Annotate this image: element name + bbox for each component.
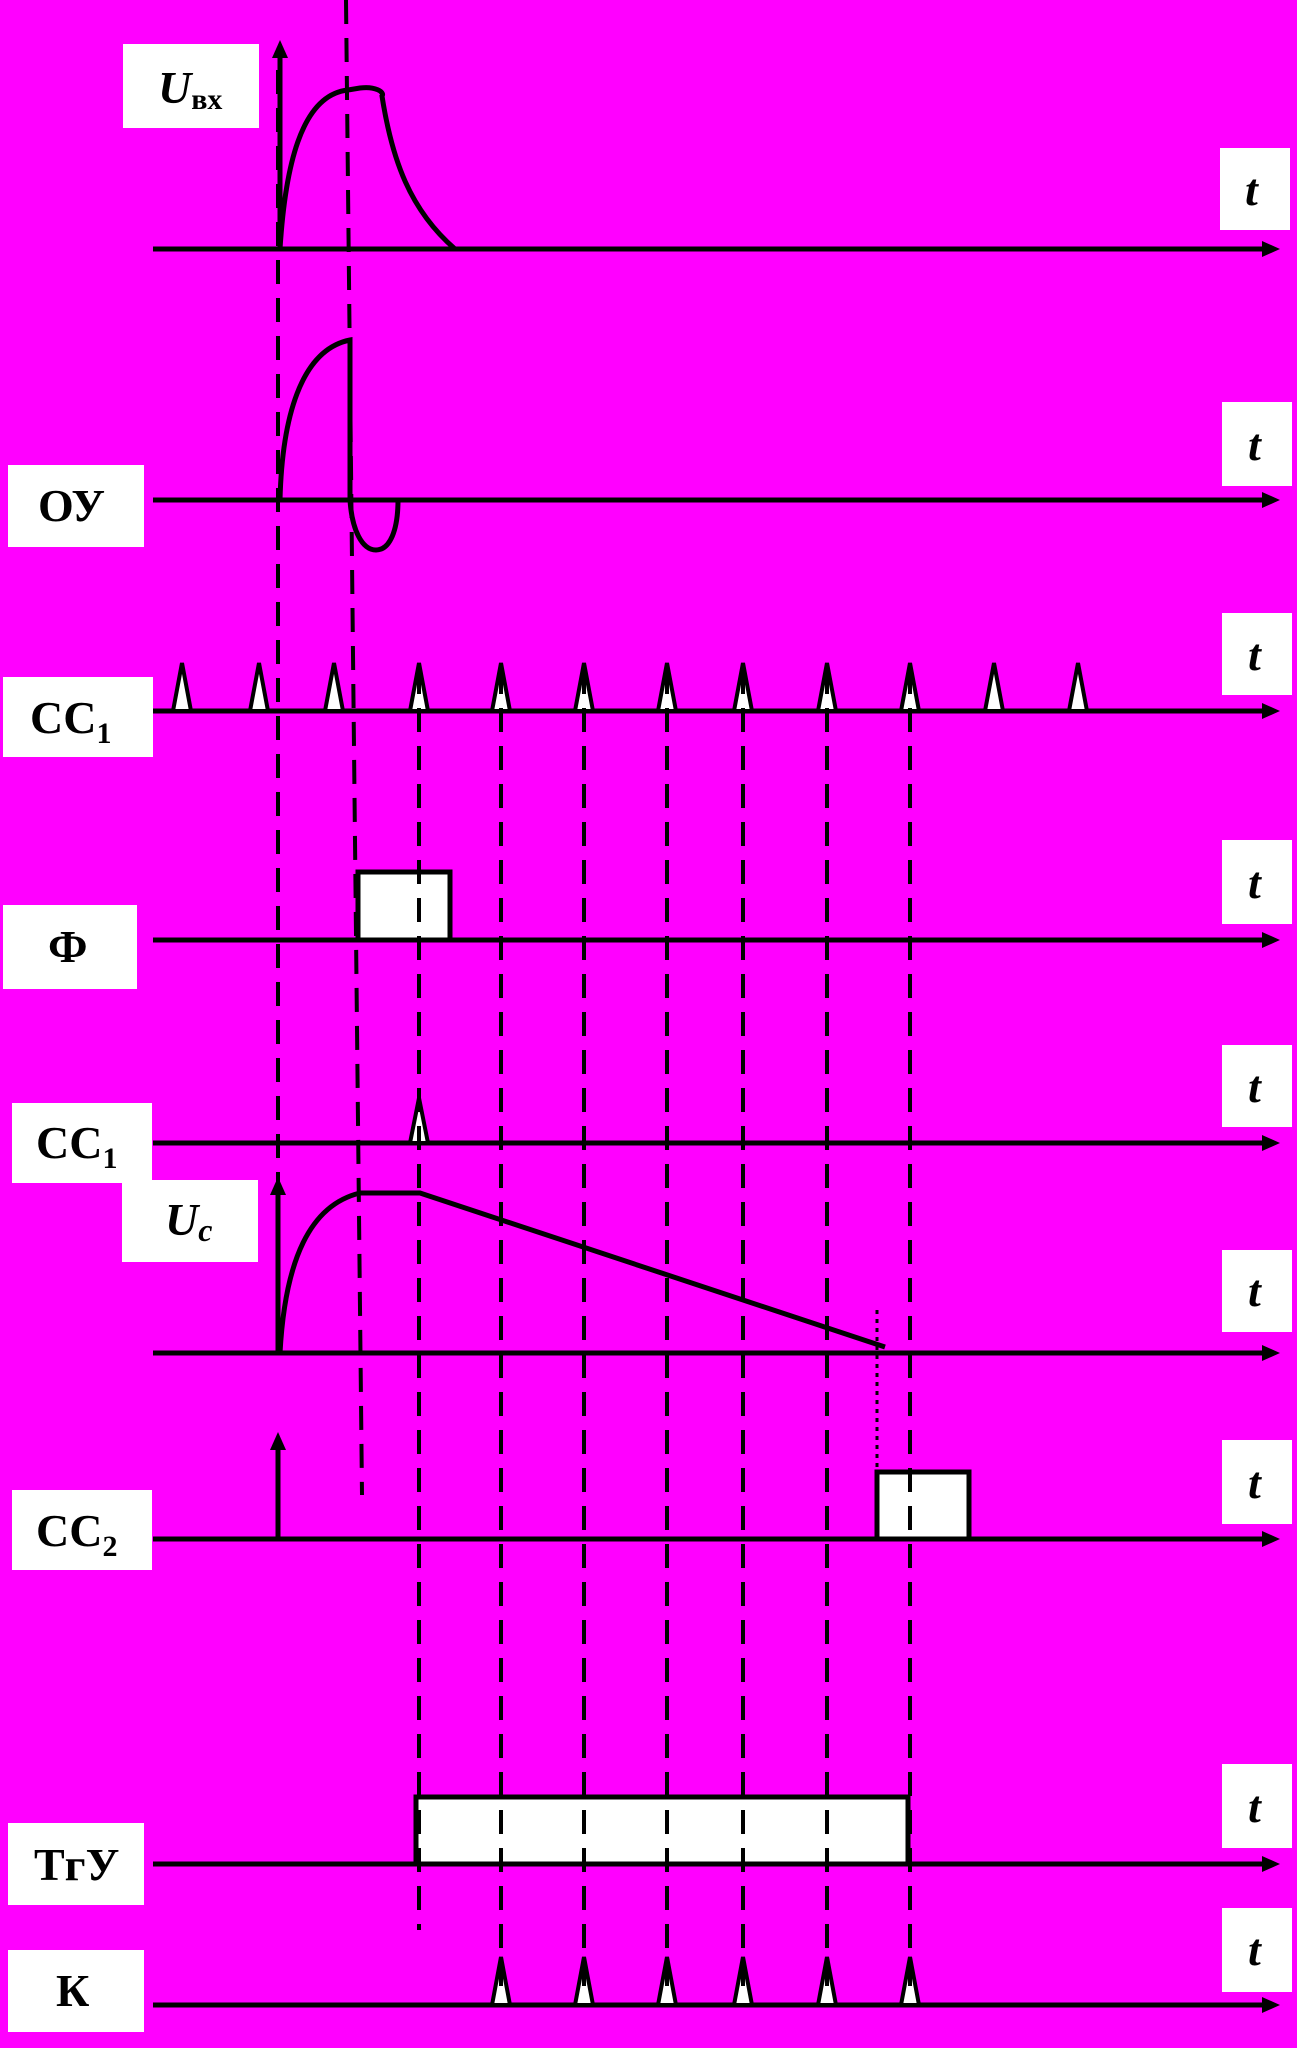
tgu-t-label: t xyxy=(1248,1781,1262,1832)
cc2-axis-arrow xyxy=(1262,1531,1280,1547)
uc-label: Uc xyxy=(165,1194,212,1248)
cc2-vertical-arrow xyxy=(270,1432,286,1450)
ou-axis-arrow xyxy=(1262,492,1280,508)
cc1-a-t-label: t xyxy=(1248,629,1262,680)
cc2-t-label: t xyxy=(1248,1457,1262,1508)
cc1-a-label-box xyxy=(3,677,153,757)
k-label-box xyxy=(8,1950,144,2032)
uin-vertical-arrow xyxy=(272,40,288,58)
k-axis-arrow xyxy=(1262,1997,1280,2013)
row-cc1-a: СС1 t xyxy=(3,613,1292,757)
cc1-a-pulses xyxy=(170,662,1090,713)
ou-label: ОУ xyxy=(38,480,105,531)
cc2-label-box xyxy=(12,1490,152,1570)
row-ou: ОУ t xyxy=(8,336,1292,553)
cc1-a-pulse-2 xyxy=(247,662,271,713)
row-f: Ф t xyxy=(3,840,1292,989)
cc1-a-pulse-12 xyxy=(1066,662,1090,713)
ou-pulse-curve xyxy=(277,336,401,553)
uin-label: Uвх xyxy=(158,62,222,116)
uin-label-box xyxy=(123,44,259,128)
uc-label-box xyxy=(122,1180,258,1262)
uc-t-label: t xyxy=(1248,1265,1262,1316)
cc1-a-label: СС1 xyxy=(30,692,111,750)
row-cc1-b: СС1 t xyxy=(12,1045,1292,1183)
ou-t-box xyxy=(1222,402,1292,486)
cc1-a-axis-arrow xyxy=(1262,703,1280,719)
k-t-label: t xyxy=(1248,1924,1262,1975)
tgu-pulse-rect xyxy=(413,1794,911,1867)
f-t-label: t xyxy=(1248,857,1262,908)
uin-t-box xyxy=(1220,148,1290,230)
f-axis-arrow xyxy=(1262,932,1280,948)
cc2-t-box xyxy=(1222,1440,1292,1524)
uin-pulse-curve xyxy=(277,85,457,251)
f-pulse-rect xyxy=(355,869,453,943)
cc1-b-axis-arrow xyxy=(1262,1135,1280,1151)
cc1-a-pulse-11 xyxy=(982,662,1006,713)
f-label: Ф xyxy=(48,921,88,972)
cc1-b-label: СС1 xyxy=(36,1117,117,1175)
uin-axis-arrow xyxy=(1262,241,1280,257)
tgu-label: ТгУ xyxy=(34,1839,119,1890)
row-k: К t xyxy=(8,1908,1292,2032)
uc-axis-arrow xyxy=(1262,1345,1280,1361)
cc1-a-pulse-3 xyxy=(322,662,346,713)
k-pulses xyxy=(489,1956,922,2007)
row-cc2: СС2 t xyxy=(12,1432,1292,1570)
k-t-box xyxy=(1222,1908,1292,1992)
uin-t-label: t xyxy=(1245,164,1259,215)
cc2-pulse-rect xyxy=(874,1469,972,1542)
dashed-time-markers xyxy=(276,0,912,1990)
row-uc: Uc t xyxy=(122,1177,1292,1470)
f-label-box xyxy=(3,905,137,989)
tgu-t-box xyxy=(1222,1764,1292,1848)
row-uin: Uвх t xyxy=(123,40,1290,257)
k-label: К xyxy=(56,1965,89,2016)
dash-peak xyxy=(344,0,364,1496)
f-t-box xyxy=(1222,840,1292,924)
tgu-label-box xyxy=(8,1823,144,1905)
cc1-a-pulse-1 xyxy=(170,662,194,713)
row-tgu: ТгУ t xyxy=(8,1764,1292,1905)
cc2-label: СС2 xyxy=(36,1505,117,1563)
cc1-b-t-box xyxy=(1222,1045,1292,1127)
ou-label-box xyxy=(8,465,144,547)
tgu-axis-arrow xyxy=(1262,1856,1280,1872)
cc1-a-t-box xyxy=(1222,613,1292,695)
uc-t-box xyxy=(1222,1250,1292,1332)
ou-t-label: t xyxy=(1248,419,1262,470)
cc1-b-t-label: t xyxy=(1248,1061,1262,1112)
cc1-b-label-box xyxy=(12,1103,152,1183)
